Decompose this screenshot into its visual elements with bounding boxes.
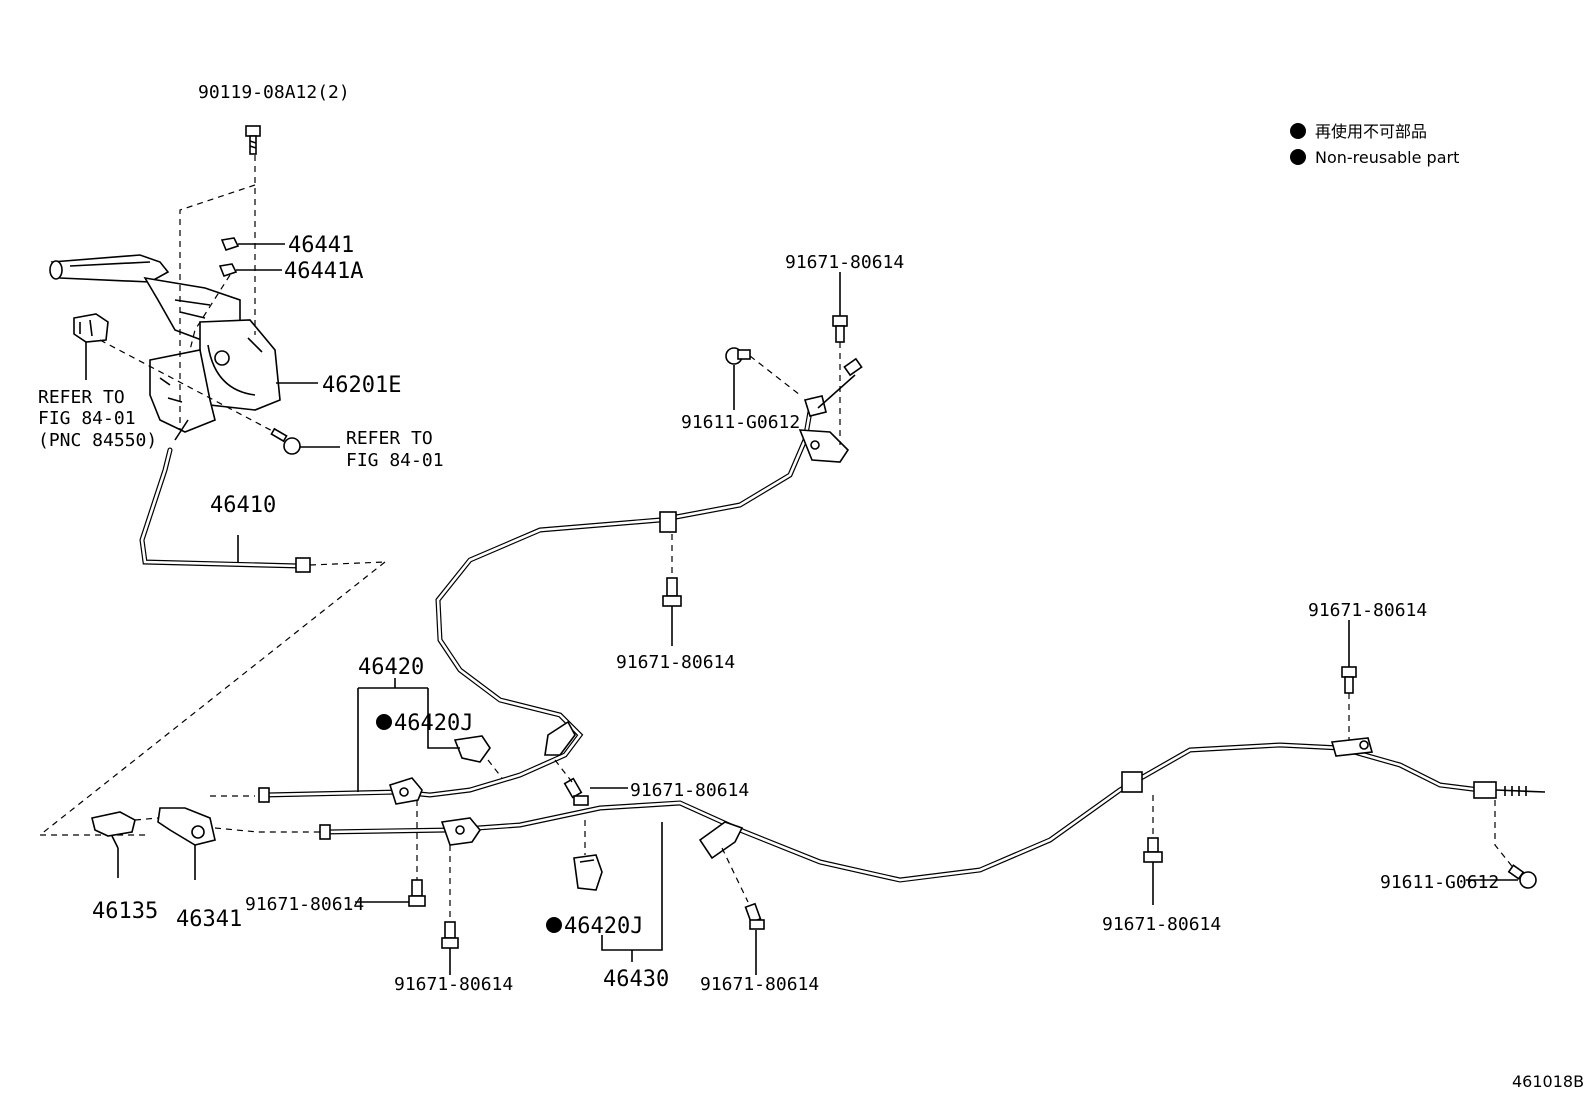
part-number-bolt: 91671-80614 <box>394 974 513 995</box>
part-number-g0612: 91611-G0612 <box>1380 872 1499 893</box>
bolt-icon <box>1143 837 1163 863</box>
parking-brake-lever <box>49 254 281 441</box>
refer-note-2: FIG 84-01 <box>346 450 444 471</box>
part-number-90119: 90119-08A12(2) <box>198 82 350 103</box>
part-number-46430: 46430 <box>603 967 669 992</box>
bolt-icon <box>725 347 751 365</box>
bolt-icon <box>843 357 863 377</box>
part-number-46420J: 46420J <box>564 914 643 939</box>
figure-id: 461018B <box>1512 1072 1584 1091</box>
legend: 再使用不可部品 Non-reusable part <box>1290 122 1459 167</box>
part-number-bolt: 91671-80614 <box>700 974 819 995</box>
part-number-46420: 46420 <box>358 655 424 680</box>
part-number-46341: 46341 <box>176 907 242 932</box>
bolt-icon <box>1341 666 1357 694</box>
bolt-icon <box>270 427 301 455</box>
legend-en-text: Non-reusable part <box>1315 148 1459 167</box>
bolt-icon <box>832 315 848 343</box>
refer-note-1: REFER TO <box>38 387 125 408</box>
refer-note-1: (PNC 84550) <box>38 430 157 451</box>
clip-icon <box>218 237 240 277</box>
part-number-bolt: 91671-80614 <box>1308 600 1427 621</box>
part-number-bolt: 91671-80614 <box>616 652 735 673</box>
bolt-icon <box>441 921 459 949</box>
part-number-g0612: 91611-G0612 <box>681 412 800 433</box>
part-number-bolt: 91671-80614 <box>245 894 364 915</box>
bolt-icon <box>563 777 589 806</box>
bolt-icon <box>744 902 765 930</box>
non-reusable-dot-icon <box>1290 123 1306 139</box>
legend-jp-text: 再使用不可部品 <box>1315 122 1427 141</box>
part-number-46441A: 46441A <box>284 259 363 284</box>
part-number-46410: 46410 <box>210 493 276 518</box>
equalizer-part <box>91 811 136 849</box>
part-number-46201E: 46201E <box>322 373 401 398</box>
refer-note-1: FIG 84-01 <box>38 408 136 429</box>
bolt-icon <box>662 577 682 607</box>
part-number-bolt: 91671-80614 <box>1102 914 1221 935</box>
part-number-bolt: 91671-80614 <box>630 780 749 801</box>
bolt-icon <box>245 125 261 155</box>
refer-note-2: REFER TO <box>346 428 433 449</box>
part-number-46135: 46135 <box>92 899 158 924</box>
bolt-icon <box>1507 864 1537 889</box>
non-reusable-dot-icon <box>376 714 392 730</box>
bracket-part <box>73 313 109 380</box>
non-reusable-dot-icon <box>546 917 562 933</box>
bolt-icon <box>408 879 426 907</box>
equalizer-yoke <box>157 807 216 880</box>
part-number-46420J: 46420J <box>394 711 473 736</box>
non-reusable-dot-icon <box>1290 149 1306 165</box>
part-number-46441: 46441 <box>288 233 354 258</box>
part-number-bolt: 91671-80614 <box>785 252 904 273</box>
